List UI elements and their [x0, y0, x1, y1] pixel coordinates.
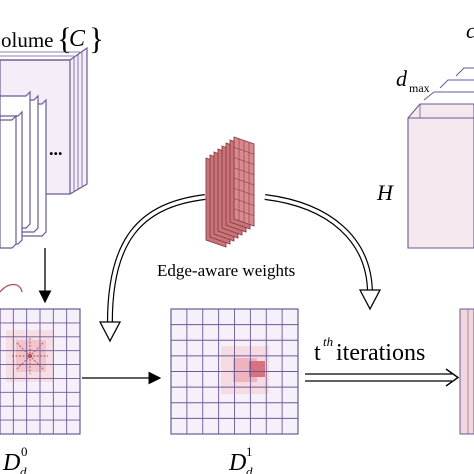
- double-arrow-icon: [305, 368, 460, 387]
- grid-dd1: [170, 308, 299, 435]
- label-dd1-sup: 1: [246, 444, 253, 459]
- label-dd1: D: [228, 450, 246, 474]
- output-grid-fragment: [459, 308, 474, 435]
- d-max-sub: max: [409, 81, 430, 95]
- cost-volume-stack: [0, 46, 88, 249]
- iterations-label: t: [314, 340, 321, 366]
- height-label: H: [376, 180, 394, 205]
- loop-arrow: [0, 283, 23, 293]
- grid-dd0: [0, 308, 81, 435]
- edge-aware-weights-label: Edge-aware weights: [157, 261, 295, 280]
- edge-aware-weights-block: [205, 136, 255, 248]
- cost-volume-label: olume: [1, 28, 54, 52]
- iterations-text: iterations: [336, 340, 425, 366]
- ellipsis-label: ...: [49, 139, 63, 159]
- d-max-label: d: [396, 66, 408, 91]
- left-brace: {: [57, 21, 72, 56]
- iterations-sup: th: [323, 334, 333, 349]
- label-dd1-sub: d: [246, 464, 253, 474]
- label-dd0: D: [2, 450, 20, 474]
- star-propagation-icon: [12, 338, 48, 374]
- cost-volume-symbol: C: [69, 26, 86, 52]
- right-brace: }: [89, 21, 104, 56]
- top-right-fragment: c: [466, 18, 474, 43]
- output-volume: [407, 67, 474, 249]
- label-dd0-sub: d: [20, 464, 27, 474]
- label-dd0-sup: 0: [21, 444, 28, 459]
